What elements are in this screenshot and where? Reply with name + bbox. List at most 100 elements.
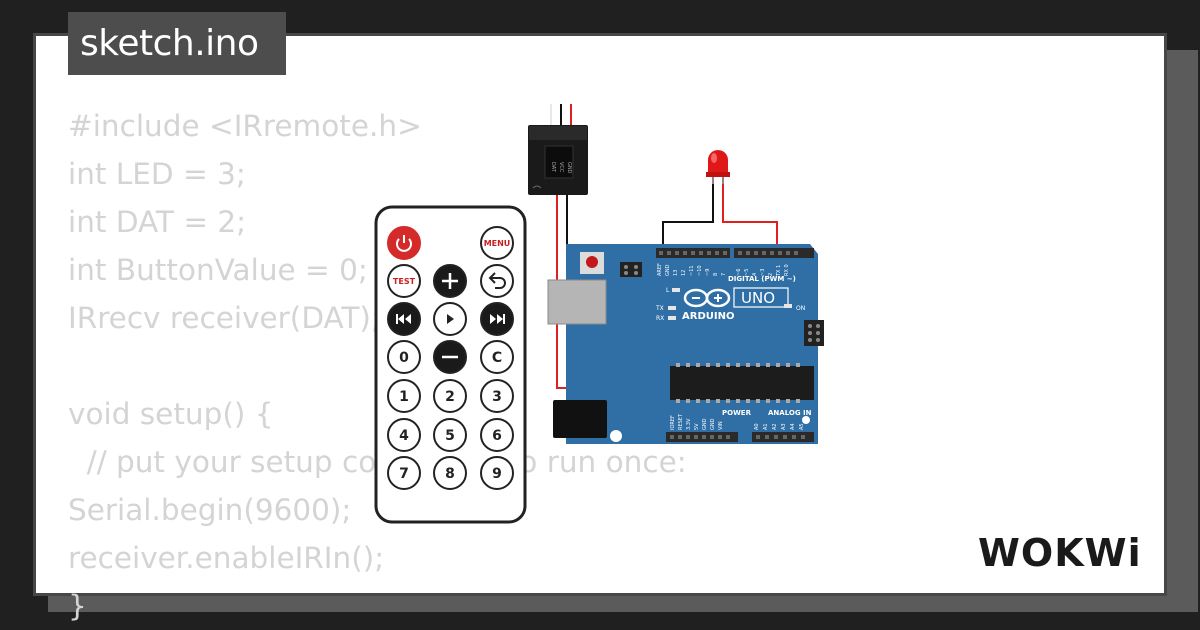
code-line: #include <IRremote.h> (68, 109, 422, 143)
top-pin-label: 8 (713, 273, 719, 276)
remote-button-c[interactable]: C (480, 340, 514, 374)
remote-button-b6[interactable]: 6 (480, 418, 514, 452)
bottom-pin-label: A4 (790, 423, 796, 430)
wire-led-gnd (662, 182, 714, 252)
ir-pin-label: DAT (550, 162, 556, 173)
top-pin-label: ~3 (760, 269, 766, 276)
remote-button-b4[interactable]: 4 (387, 418, 421, 452)
remote-button-b1[interactable]: 1 (387, 379, 421, 413)
remote-button-plus[interactable] (433, 264, 467, 298)
bottom-pin-label: GND (702, 418, 708, 430)
play-icon (447, 314, 454, 324)
digital-label: DIGITAL (PWM ~) (728, 275, 796, 283)
code-line: void setup() { (68, 397, 274, 431)
power-icon (396, 235, 412, 252)
remote-button-power[interactable] (387, 226, 421, 260)
remote-button-label: MENU (484, 239, 511, 248)
code-line: receiver.enableIRIn(); (68, 541, 385, 575)
top-pin-label: 13 (673, 270, 679, 276)
remote-button-b8[interactable]: 8 (433, 456, 467, 490)
top-pin-label: 7 (721, 273, 727, 276)
bottom-pin-label: VIN (718, 421, 724, 430)
bottom-pin-label: RESET (678, 413, 684, 430)
remote-button-label: C (492, 350, 502, 366)
board-model: UNO (741, 289, 775, 307)
analog-label: ANALOG IN (768, 409, 812, 417)
remote-button-label: 5 (445, 428, 455, 444)
remote-button-test[interactable]: TEST (387, 264, 421, 298)
bottom-pin-label: A2 (772, 423, 778, 430)
code-editor: #include <IRremote.h>int LED = 3;int DAT… (68, 102, 687, 630)
arduino-brand: ARDUINO (682, 311, 734, 322)
remote-button-label: 2 (445, 389, 455, 405)
bottom-pin-label: 3.3V (686, 418, 692, 430)
remote-button-label: 0 (399, 350, 409, 366)
remote-button-b9[interactable]: 9 (480, 456, 514, 490)
power-label: POWER (722, 409, 752, 417)
code-line: } (68, 589, 87, 623)
remote-button-b0[interactable]: 0 (387, 340, 421, 374)
bottom-pin-label: A3 (781, 423, 787, 430)
top-pin-label: ~5 (744, 269, 750, 276)
arduino-logo-icon (683, 288, 731, 308)
ir-receiver-module[interactable]: DAT VCC GND (528, 125, 588, 195)
remote-button-label: 1 (399, 389, 409, 405)
led-label-rx: RX (656, 315, 664, 322)
usb-connector (547, 279, 607, 325)
code-line: int ButtonValue = 0; (68, 253, 368, 287)
top-pin-label: 12 (681, 270, 687, 276)
wokwi-logo-text: WOKWi (978, 531, 1142, 575)
power-jack (553, 400, 607, 438)
remote-button-prev[interactable] (387, 302, 421, 336)
sketch-title: sketch.ino (68, 12, 286, 75)
top-pin-label: 4 (752, 273, 758, 276)
atmega-chip (670, 366, 814, 400)
remote-button-next[interactable] (480, 302, 514, 336)
bottom-pin-label: IOREF (670, 415, 676, 430)
remote-button-b7[interactable]: 7 (387, 456, 421, 490)
remote-button-back[interactable] (480, 264, 514, 298)
ir-remote[interactable]: MENU TEST 0 C 1 2 3 4 5 6 7 8 9 (374, 205, 527, 524)
remote-button-play[interactable] (433, 302, 467, 336)
bottom-pin-label: A1 (763, 423, 769, 430)
bottom-pin-label: GND (710, 418, 716, 430)
remote-button-label: 3 (492, 389, 502, 405)
top-pin-label: 2 (768, 273, 774, 276)
led-label-l: L (666, 287, 670, 294)
skip-back-icon (396, 314, 411, 324)
wire-led-pin3 (722, 182, 778, 252)
remote-button-minus[interactable] (433, 340, 467, 374)
top-pin-label: TX 1 (776, 265, 782, 277)
back-arrow-icon (488, 272, 506, 289)
skip-forward-icon (490, 314, 505, 324)
top-pin-label: ~6 (736, 269, 742, 276)
remote-button-menu[interactable]: MENU (480, 226, 514, 260)
top-pin-label: RX 0 (784, 264, 790, 276)
red-led[interactable] (706, 150, 730, 184)
top-pin-label: AREF (657, 263, 663, 276)
remote-button-b3[interactable]: 3 (480, 379, 514, 413)
remote-button-b2[interactable]: 2 (433, 379, 467, 413)
bottom-pin-label: A0 (754, 423, 760, 430)
reset-button (586, 256, 598, 268)
remote-button-label: 6 (492, 428, 502, 444)
bottom-pin-label: 5V (694, 423, 700, 430)
remote-button-label: TEST (393, 277, 416, 286)
plus-icon (442, 273, 458, 289)
top-pin-label: ~9 (705, 269, 711, 276)
top-pin-label: ~11 (689, 265, 695, 276)
code-line: int DAT = 2; (68, 205, 247, 239)
on-label: ON (796, 305, 805, 312)
code-line: Serial.begin(9600); (68, 493, 352, 527)
remote-button-label: 8 (445, 466, 455, 482)
code-line: IRrecv receiver(DAT); (68, 301, 381, 335)
bottom-pin-label: A5 (799, 423, 805, 430)
top-pin-label: ~10 (697, 265, 703, 276)
remote-button-b5[interactable]: 5 (433, 418, 467, 452)
led-label-tx: TX (655, 305, 664, 312)
remote-button-label: 7 (399, 466, 409, 482)
remote-button-label: 9 (492, 466, 502, 482)
